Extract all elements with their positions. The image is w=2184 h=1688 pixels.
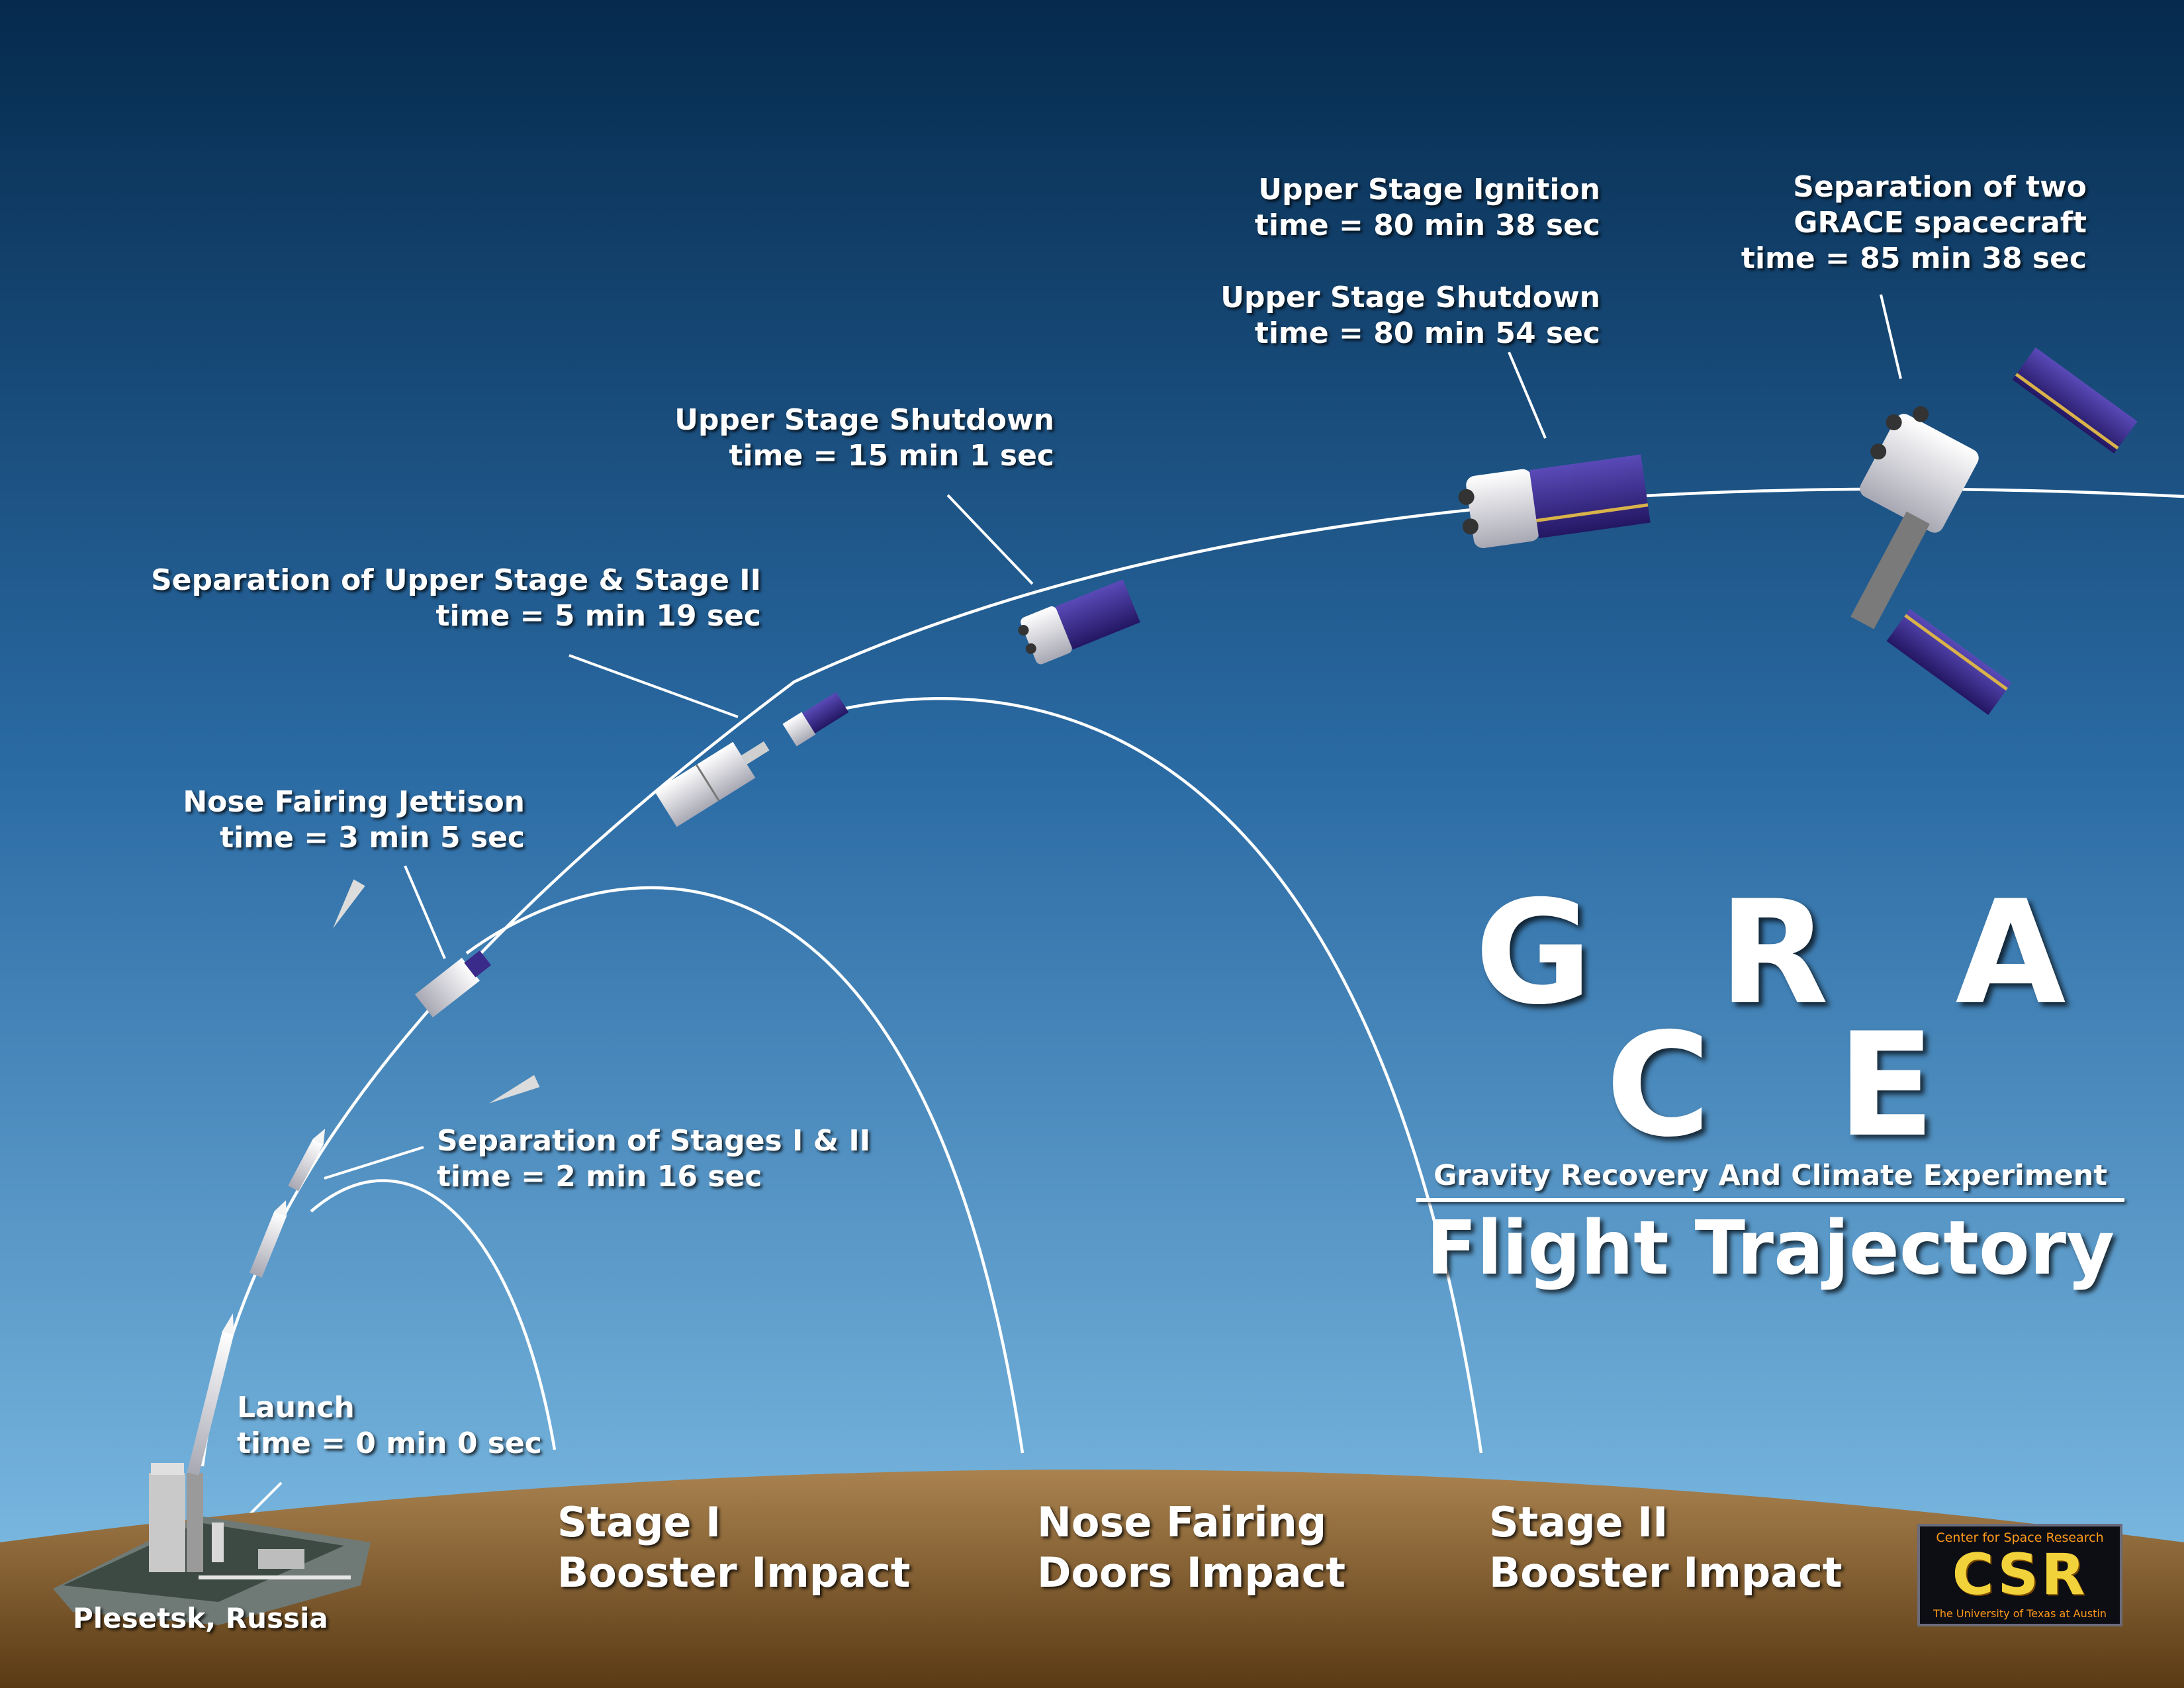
leader-grace-sep xyxy=(1880,294,1902,379)
title-divider xyxy=(1416,1198,2124,1202)
ground xyxy=(0,1470,2184,1688)
fairing-time: time = 3 min 5 sec xyxy=(220,821,525,855)
upper-stage-1 xyxy=(1018,579,1140,665)
upper-ignition-time: time = 80 min 38 sec xyxy=(1254,209,1600,242)
stage-two-body xyxy=(654,741,770,827)
leader-fairing xyxy=(404,865,446,959)
csr-logo: Center for Space Research CSR The Univer… xyxy=(1917,1524,2122,1626)
upper-stage-final xyxy=(1850,406,1979,630)
upper-shutdown-1-time: time = 15 min 1 sec xyxy=(729,439,1054,473)
fairing-name: Nose Fairing Jettison xyxy=(183,785,525,819)
label-upper-shutdown-2: Upper Stage Shutdown time = 80 min 54 se… xyxy=(1220,280,1600,352)
grace-sep-line2: GRACE spacecraft xyxy=(1794,206,2087,240)
launch-site-label: Plesetsk, Russia xyxy=(73,1602,328,1634)
leader-upper-shutdown-1 xyxy=(946,494,1034,585)
impact-stage1-line2: Booster Impact xyxy=(557,1548,911,1597)
impact-fairing-line2: Doors Impact xyxy=(1037,1548,1345,1597)
label-upper-ignition: Upper Stage Ignition time = 80 min 38 se… xyxy=(1255,172,1600,244)
label-grace-sep: Separation of two GRACE spacecraft time … xyxy=(1741,169,2087,277)
launch-time: time = 0 min 0 sec xyxy=(237,1427,542,1460)
title-block: G R A C E Gravity Recovery And Climate E… xyxy=(1416,870,2124,1291)
label-stage-sep: Separation of Stages I & II time = 2 min… xyxy=(437,1123,870,1195)
rocket-ascent xyxy=(249,1200,287,1278)
stage-sep-time: time = 2 min 16 sec xyxy=(437,1160,762,1194)
leader-stage-sep xyxy=(324,1146,424,1180)
csr-logo-bottom-text: The University of Texas at Austin xyxy=(1933,1607,2107,1620)
flight-trajectory-title: Flight Trajectory xyxy=(1426,1205,2115,1291)
grace-title: G R A C E xyxy=(1475,870,2105,1168)
impact-fairing-line1: Nose Fairing xyxy=(1037,1498,1327,1546)
fairing-debris-1 xyxy=(333,879,365,929)
stage2-impact-arc xyxy=(830,697,1483,1454)
label-launch: Launch time = 0 min 0 sec xyxy=(237,1390,542,1462)
leader-lines xyxy=(237,294,1902,1527)
grace-sep-time: time = 85 min 38 sec xyxy=(1741,242,2087,275)
fairing-debris-2 xyxy=(488,1075,540,1103)
upper-shutdown-1-name: Upper Stage Shutdown xyxy=(674,403,1054,437)
impact-fairing: Nose Fairing Doors Impact xyxy=(1037,1497,1345,1598)
upper-stage-small xyxy=(782,692,849,747)
upper-sep-time: time = 5 min 19 sec xyxy=(435,599,761,633)
grace-sep-line1: Separation of two xyxy=(1793,170,2087,204)
rocket-fairing-jettison xyxy=(414,950,492,1017)
grace-subtitle: Gravity Recovery And Climate Experiment xyxy=(1433,1159,2107,1192)
stage1-impact-arc xyxy=(310,1179,557,1450)
impact-stage2-line1: Stage II xyxy=(1489,1498,1668,1546)
grace-spacecraft-2 xyxy=(1886,608,2012,716)
stage-sep-name: Separation of Stages I & II xyxy=(437,1124,871,1158)
upper-ignition-name: Upper Stage Ignition xyxy=(1258,173,1600,207)
upper-shutdown-2-name: Upper Stage Shutdown xyxy=(1220,281,1600,314)
leader-upper-sep xyxy=(569,654,739,718)
rocket-launch xyxy=(187,1313,234,1476)
leader-upper-shutdown-2 xyxy=(1508,352,1547,439)
launch-name: Launch xyxy=(237,1391,355,1425)
label-upper-sep: Separation of Upper Stage & Stage II tim… xyxy=(151,563,761,634)
rocket-stage-sep xyxy=(288,1129,326,1192)
label-upper-shutdown-1: Upper Stage Shutdown time = 15 min 1 sec xyxy=(674,402,1054,474)
impact-stage1-line1: Stage I xyxy=(557,1498,721,1546)
upper-stage-2 xyxy=(1458,454,1651,548)
fairing-impact-arc xyxy=(465,886,1024,1454)
launch-complex xyxy=(53,1463,371,1625)
grace-spacecraft-1 xyxy=(2012,347,2138,454)
rocket-stages xyxy=(187,347,2138,1476)
label-fairing: Nose Fairing Jettison time = 3 min 5 sec xyxy=(183,784,525,856)
csr-logo-top-text: Center for Space Research xyxy=(1936,1530,2104,1545)
upper-shutdown-2-time: time = 80 min 54 sec xyxy=(1254,316,1600,350)
csr-logo-mark: CSR xyxy=(1952,1542,2088,1608)
upper-sep-name: Separation of Upper Stage & Stage II xyxy=(151,563,761,597)
impact-stage2: Stage II Booster Impact xyxy=(1489,1497,1842,1598)
impact-stage2-line2: Booster Impact xyxy=(1489,1548,1843,1597)
impact-stage1: Stage I Booster Impact xyxy=(557,1497,910,1598)
